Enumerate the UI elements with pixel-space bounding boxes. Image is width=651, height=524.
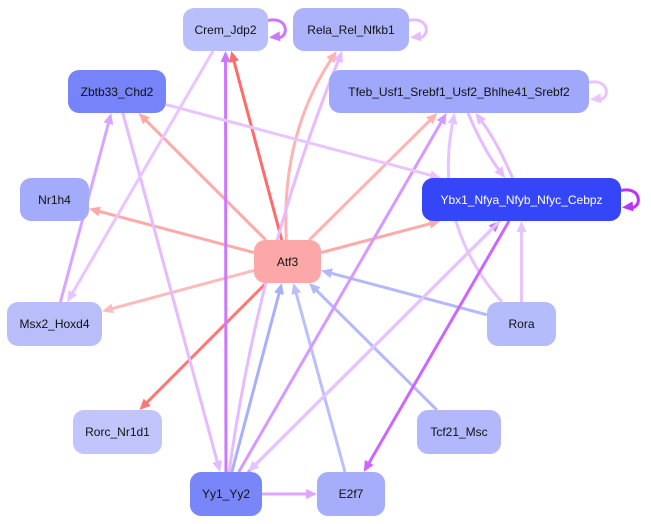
arrowhead-icon (494, 166, 506, 178)
edge-tfeb-to-ybx1 (466, 112, 506, 178)
arrowhead-icon (363, 459, 374, 472)
arrowhead-icon (516, 221, 527, 232)
arrowhead-icon (326, 51, 337, 63)
edge-atf3-to-rela_rel_nfkb1 (284, 51, 337, 241)
node-label: Zbtb33_Chd2 (80, 84, 154, 99)
edge-e2f7-to-atf3 (291, 283, 347, 473)
node-rora[interactable]: Rora (487, 302, 556, 346)
edge-yy1_yy2-to-atf3 (230, 283, 284, 473)
arrowhead-icon (220, 51, 231, 63)
edge-ybx1-to-e2f7 (363, 220, 511, 472)
node-label: Crem_Jdp2 (194, 22, 257, 37)
edge-zbtb33_chd2-to-ybx1 (165, 103, 441, 180)
arrowhead-icon (429, 170, 441, 180)
node-nr1h4[interactable]: Nr1h4 (20, 178, 89, 221)
node-label: Rela_Rel_Nfkb1 (307, 22, 395, 37)
node-atf3[interactable]: Atf3 (254, 240, 321, 283)
arrowhead-icon (212, 460, 222, 472)
arrowhead-icon (306, 489, 317, 499)
edge-rora-to-ybx1 (516, 221, 527, 302)
edge-atf3-to-ybx1 (320, 218, 441, 255)
arrowhead-icon (447, 113, 458, 125)
node-label: E2f7 (338, 487, 364, 501)
node-crem-jdp2[interactable]: Crem_Jdp2 (183, 8, 268, 51)
node-label: Rorc_Nr1d1 (85, 425, 150, 439)
edge-zbtb33_chd2-to-yy1_yy2 (121, 112, 222, 472)
arrowhead-icon (436, 113, 447, 126)
arrowhead-icon (229, 51, 239, 63)
node-label: Ybx1_Nfya_Nfyb_Nfyc_Cebpz (440, 192, 603, 207)
edge-tfeb-to-tfeb (588, 80, 608, 104)
node-rela-rel-nfkb1[interactable]: Rela_Rel_Nfkb1 (293, 8, 409, 51)
node-ybx1[interactable]: Ybx1_Nfya_Nfyb_Nfyc_Cebpz (422, 178, 621, 221)
node-label: Yy1_Yy2 (201, 487, 251, 501)
edge-atf3-to-rorc_nr1d1 (139, 281, 268, 410)
edge-yy1_yy2-to-e2f7 (262, 489, 317, 499)
node-e2f7[interactable]: E2f7 (317, 472, 385, 516)
arrowhead-icon (590, 93, 602, 104)
edge-crem_jdp2-to-crem_jdp2 (267, 18, 287, 42)
node-msx2-hoxd4[interactable]: Msx2_Hoxd4 (7, 302, 102, 346)
arrowhead-icon (248, 460, 260, 472)
arrowhead-icon (309, 283, 321, 295)
arrowhead-icon (89, 206, 101, 217)
node-rorc-nr1d1[interactable]: Rorc_Nr1d1 (73, 410, 162, 454)
node-tfeb[interactable]: Tfeb_Usf1_Srebf1_Usf2_Bhlhe41_Srebf2 (329, 70, 589, 113)
arrowhead-icon (622, 201, 634, 212)
edge-crem_jdp2-to-msx2_hoxd4 (67, 50, 215, 302)
node-tcf21-msc[interactable]: Tcf21_Msc (417, 410, 501, 454)
arrowhead-icon (139, 398, 151, 410)
arrowhead-icon (410, 31, 422, 42)
node-zbtb33-chd2[interactable]: Zbtb33_Chd2 (68, 70, 166, 113)
edge-atf3-to-nr1h4 (89, 206, 255, 255)
arrowhead-icon (333, 51, 343, 64)
arrowhead-icon (103, 113, 114, 125)
node-label: Tfeb_Usf1_Srebf1_Usf2_Bhlhe41_Srebf2 (348, 84, 570, 99)
edge-ybx1-to-yy1_yy2 (248, 219, 501, 472)
edge-ybx1-to-ybx1 (620, 188, 640, 212)
edge-rela_rel_nfkb1-to-rela_rel_nfkb1 (408, 18, 428, 42)
edge-yy1_yy2-to-tfeb (237, 113, 447, 473)
arrowhead-icon (67, 289, 78, 302)
arrowhead-icon (102, 303, 114, 314)
node-label: Msx2_Hoxd4 (19, 317, 90, 331)
edge-atf3-to-tfeb (308, 113, 438, 242)
arrowhead-icon (269, 31, 281, 42)
edge-rora-to-atf3 (321, 268, 488, 317)
node-label: Nr1h4 (38, 192, 71, 207)
node-label: Atf3 (276, 254, 299, 269)
arrowhead-icon (274, 283, 284, 295)
node-label: Rora (508, 317, 535, 331)
arrowhead-icon (321, 268, 333, 279)
edge-atf3-to-msx2_hoxd4 (102, 269, 255, 314)
edge-ybx1-to-tfeb (475, 113, 514, 179)
node-yy1-yy2[interactable]: Yy1_Yy2 (190, 472, 262, 516)
edge-atf3-to-zbtb33_chd2 (138, 113, 267, 242)
edge-atf3-to-crem_jdp2 (229, 51, 284, 241)
node-label: Tcf21_Msc (430, 425, 488, 439)
arrowhead-icon (138, 113, 150, 125)
arrowhead-icon (428, 218, 441, 229)
arrowhead-icon (475, 113, 487, 125)
arrowhead-icon (291, 283, 302, 295)
arrowhead-icon (425, 113, 438, 125)
edge-yy1_yy2-to-crem_jdp2 (220, 51, 231, 473)
